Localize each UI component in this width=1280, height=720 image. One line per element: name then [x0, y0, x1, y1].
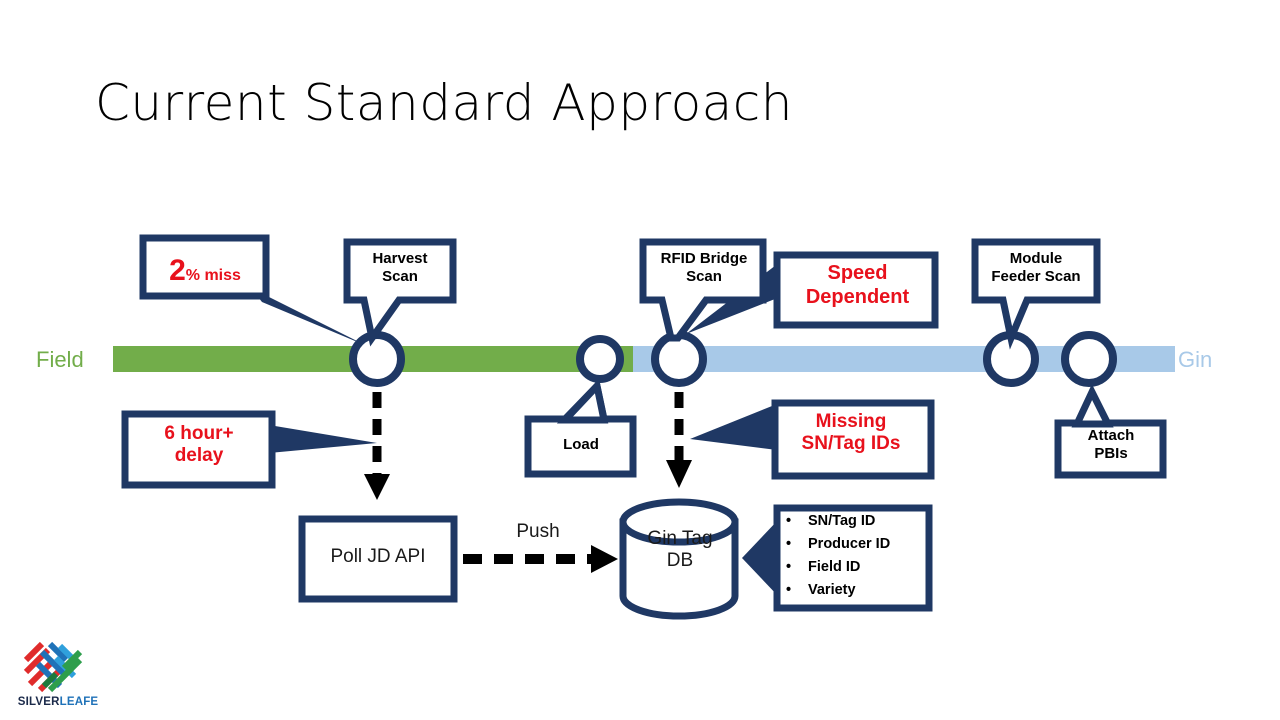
- rfid-bridge-callout-box[interactable]: [639, 238, 767, 342]
- silverleafe-logo-icon: [23, 641, 83, 693]
- module-feeder-callout-box[interactable]: [971, 238, 1101, 350]
- gin-axis-label: Gin: [1178, 347, 1213, 372]
- load-node[interactable]: [576, 335, 624, 383]
- pct-miss-pointer-tail: [251, 288, 367, 346]
- delay-callout-box[interactable]: [121, 410, 276, 489]
- harvest-scan-node[interactable]: [349, 331, 405, 387]
- missing-ids-pointer-tail: [690, 404, 777, 450]
- push-arrow: [463, 545, 618, 573]
- silverleafe-logo: SILVERLEAFE: [10, 640, 106, 714]
- attach-pbis-callout-tail: [1071, 383, 1114, 428]
- logo-word-secondary: LEAFE: [59, 696, 99, 708]
- attach-pbis-node[interactable]: [1061, 331, 1117, 387]
- pct-miss-callout-box[interactable]: [139, 234, 270, 300]
- rfid-to-db-arrow: [666, 392, 692, 488]
- db-fields-pointer-tail: [742, 519, 779, 597]
- missing-ids-callout-box[interactable]: [771, 399, 935, 480]
- silverleafe-wordmark: SILVERLEAFE: [10, 696, 106, 708]
- delay-pointer-tail: [269, 425, 377, 453]
- db-fields-callout-box[interactable]: [773, 504, 933, 612]
- page-title: Current Standard Approach: [95, 74, 793, 132]
- harvest-to-poll-arrow: [364, 392, 390, 500]
- poll-jd-api-box[interactable]: [298, 515, 458, 603]
- logo-word-primary: SILVER: [17, 696, 60, 708]
- load-callout-tail: [556, 378, 609, 424]
- rfid-bridge-node[interactable]: [651, 331, 707, 387]
- field-axis-label: Field: [36, 347, 84, 372]
- harvest-scan-callout-box[interactable]: [343, 238, 457, 347]
- attach-pbis-callout-box[interactable]: [1054, 419, 1167, 479]
- speed-dependent-callout-box[interactable]: [773, 251, 939, 329]
- gin-tag-db-cylinder[interactable]: [619, 498, 739, 620]
